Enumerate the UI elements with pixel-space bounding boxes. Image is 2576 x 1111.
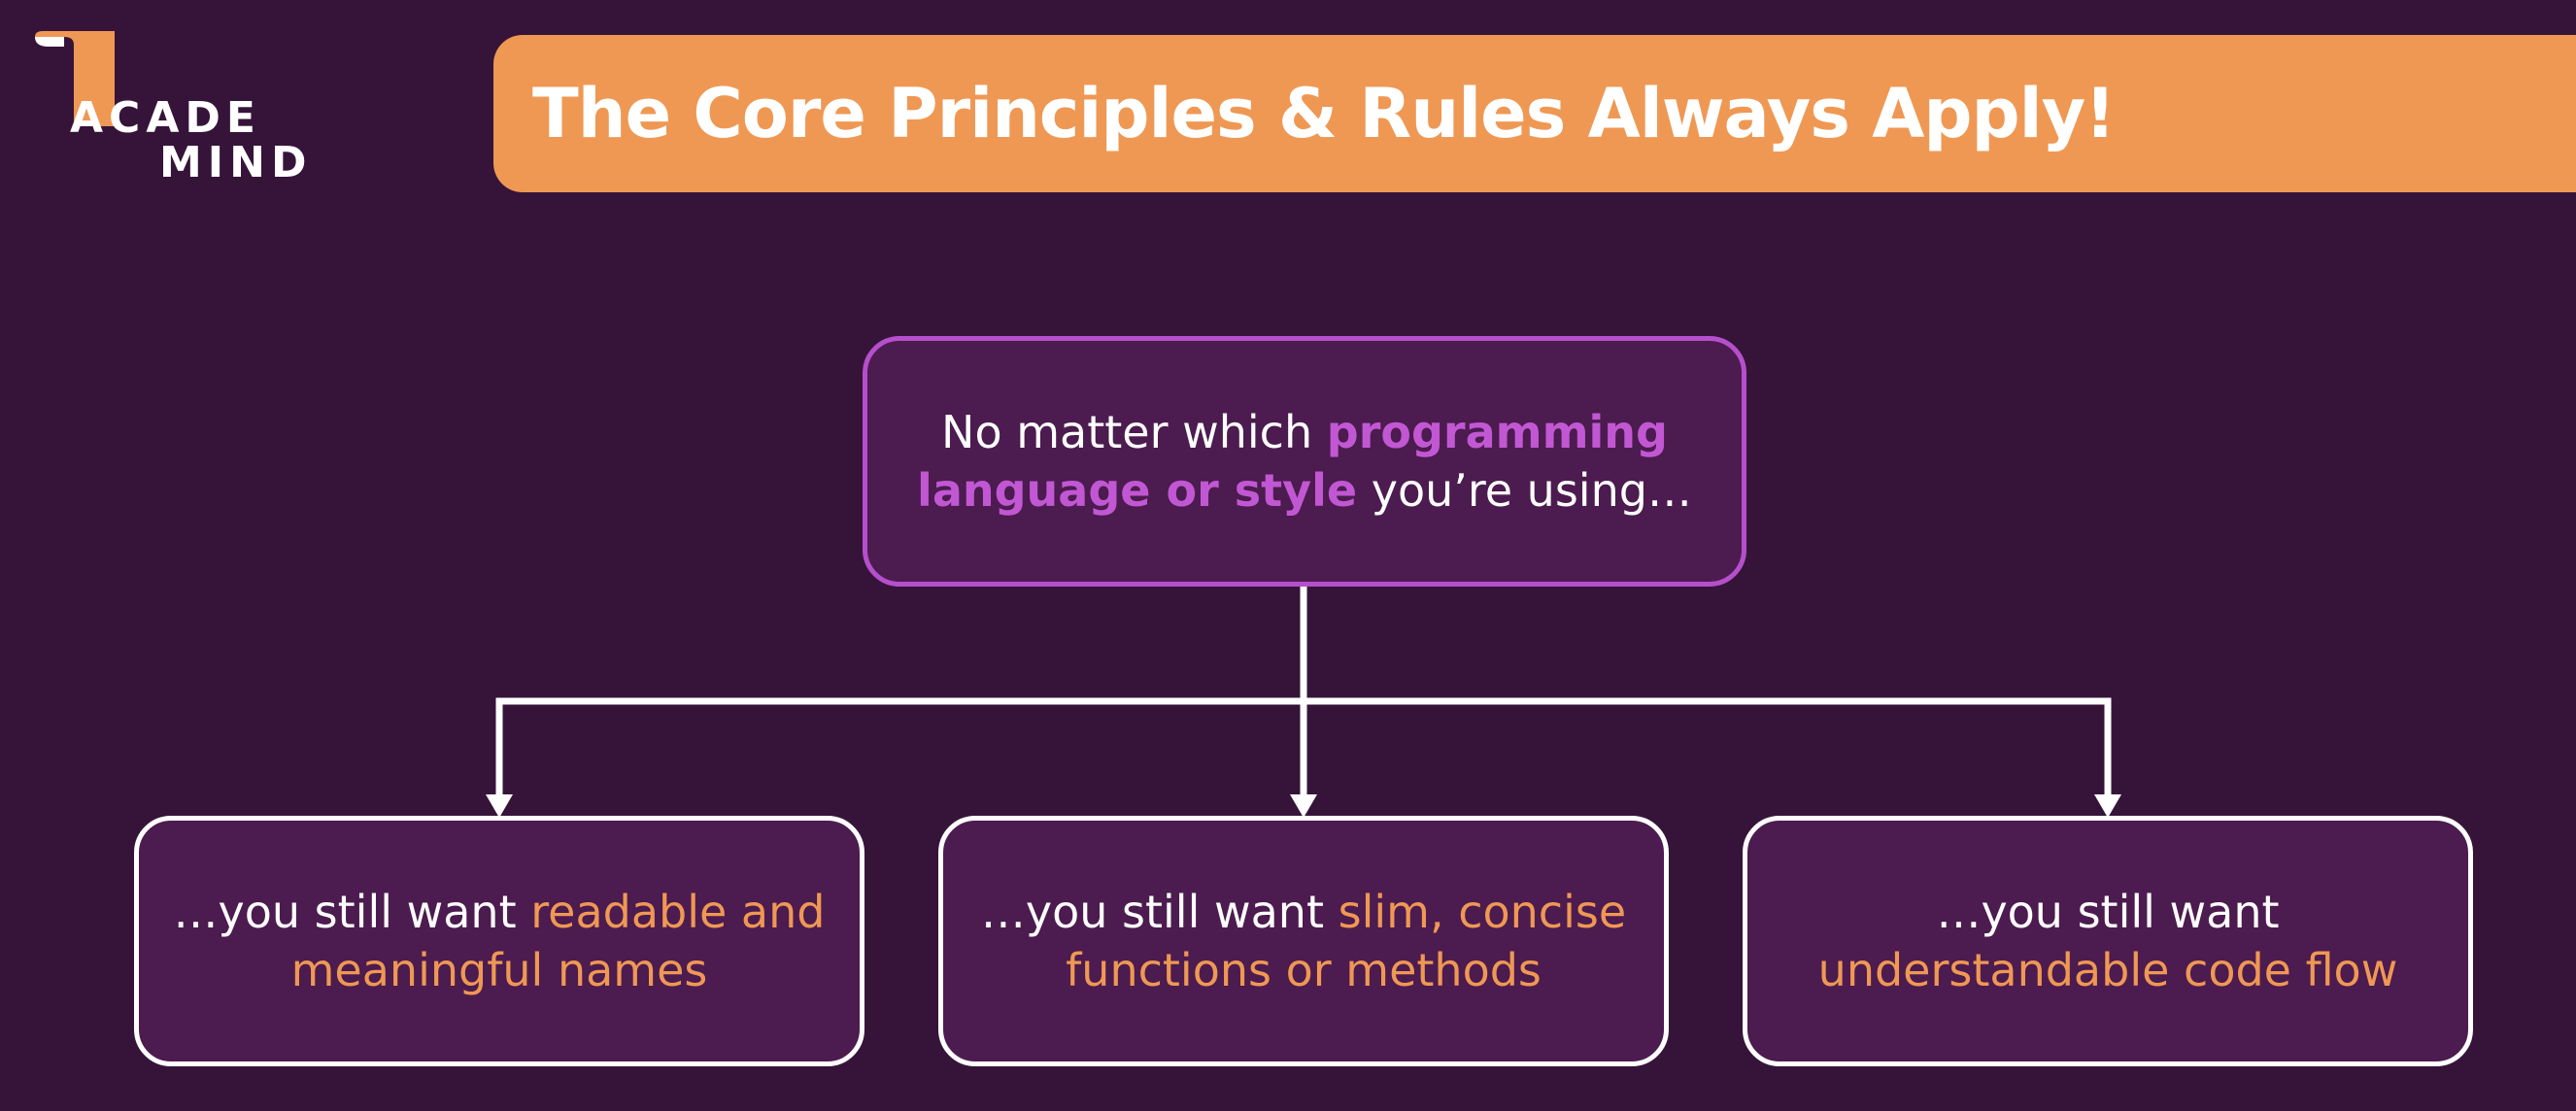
title-banner: The Core Principles & Rules Always Apply… — [493, 35, 2576, 192]
context-text-before: No matter which — [941, 406, 1327, 458]
context-text: No matter which programming language or … — [897, 403, 1712, 520]
principle-text: …you still want readable and meaningful … — [168, 883, 830, 999]
context-box: No matter which programming language or … — [863, 336, 1746, 587]
principle-prefix: …you still want — [980, 886, 1339, 938]
principle-box-functions: …you still want slim, concise functions … — [938, 816, 1669, 1066]
principle-text: …you still want understandable code flow — [1818, 883, 2398, 999]
principle-box-names: …you still want readable and meaningful … — [134, 816, 864, 1066]
principle-highlight: understandable code flow — [1817, 944, 2398, 996]
principle-text: …you still want slim, concise functions … — [972, 883, 1635, 999]
principle-prefix: …you still want — [173, 886, 531, 938]
academind-logo: ACADE MIND — [35, 31, 307, 186]
arrow-left-icon — [486, 794, 513, 818]
flag-icon — [35, 31, 115, 126]
principle-prefix: …you still want — [1936, 886, 2280, 938]
principle-highlight: slim, concise functions or methods — [1066, 886, 1627, 996]
principle-highlight: readable and meaningful names — [290, 886, 826, 996]
context-highlight: programming language or style — [917, 406, 1668, 517]
arrow-center-icon — [1290, 794, 1317, 818]
context-text-after: you’re using… — [1357, 464, 1692, 517]
arrow-right-icon — [2094, 794, 2121, 818]
logo-text-bottom: MIND — [159, 138, 313, 187]
principle-box-code-flow: …you still want understandable code flow — [1743, 816, 2473, 1066]
page-title: The Core Principles & Rules Always Apply… — [532, 74, 2116, 153]
logo-text-top: ACADE — [70, 93, 261, 143]
